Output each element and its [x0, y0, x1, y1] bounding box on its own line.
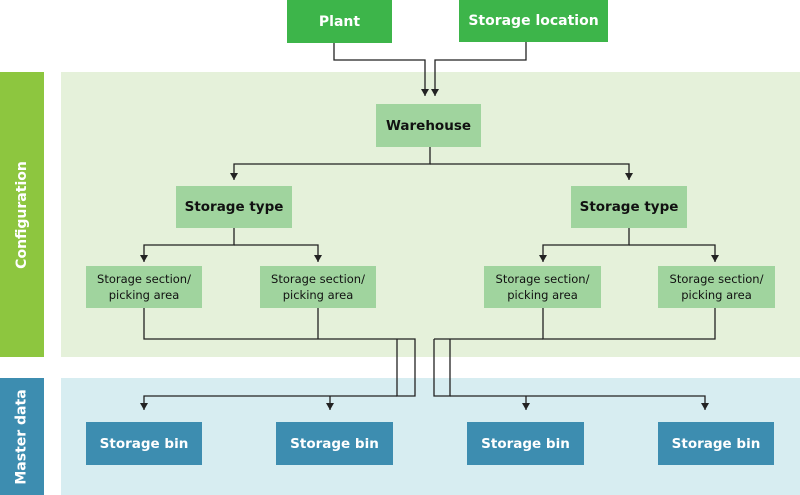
- master-data-sidebar: Master data: [0, 378, 44, 495]
- storage-section-box: Storage section/ picking area: [658, 266, 775, 308]
- warehouse-box: Warehouse: [376, 104, 481, 147]
- storage-bin-box: Storage bin: [467, 422, 584, 465]
- configuration-label: Configuration: [14, 160, 30, 269]
- storage-section-box: Storage section/ picking area: [484, 266, 601, 308]
- storage-location-box: Storage location: [459, 0, 608, 42]
- storage-section-box: Storage section/ picking area: [86, 266, 202, 308]
- master-data-label: Master data: [14, 388, 31, 485]
- configuration-sidebar: Configuration: [0, 72, 44, 357]
- storage-bin-box: Storage bin: [86, 422, 202, 465]
- plant-box: Plant: [287, 0, 392, 43]
- storage-type-box: Storage type: [176, 186, 292, 228]
- storage-bin-box: Storage bin: [276, 422, 393, 465]
- storage-bin-box: Storage bin: [658, 422, 774, 465]
- storage-type-box: Storage type: [571, 186, 687, 228]
- storage-section-box: Storage section/ picking area: [260, 266, 376, 308]
